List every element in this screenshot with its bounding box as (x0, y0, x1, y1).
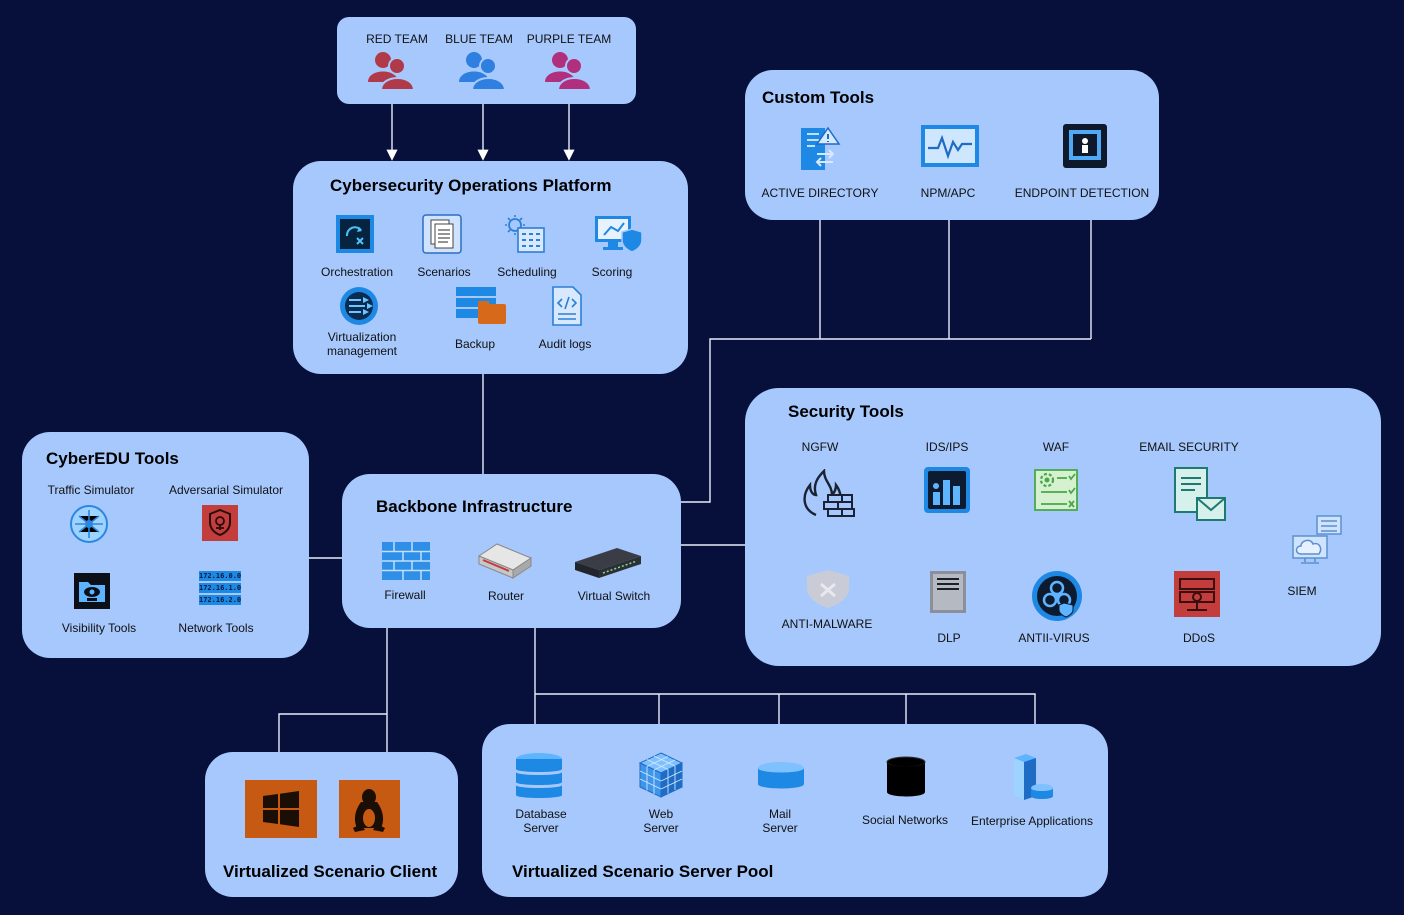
ids-ips-icon (924, 467, 970, 513)
network-tools-label: Network Tools (178, 621, 254, 635)
active-directory-label: ACTIVE DIRECTORY (761, 186, 879, 200)
virtualization-management-icon (340, 287, 378, 325)
enterprise-applications-label: Enterprise Applications (970, 814, 1094, 828)
network-ip-row: 172.16.2.0 (199, 595, 242, 605)
network-ip-row: 172.16.1.0 (199, 583, 242, 593)
social-networks-label: Social Networks (861, 813, 949, 827)
red-team-label: RED TEAM (366, 32, 428, 46)
network-ip-row: 172.16.0.0 (199, 571, 242, 581)
server-pool-title: Virtualized Scenario Server Pool (512, 862, 774, 881)
visibility-tools-icon (74, 573, 110, 609)
windows-os-icon (245, 780, 317, 838)
backbone-infrastructure-title: Backbone Infrastructure (376, 497, 573, 516)
email-security-icon (1174, 467, 1226, 521)
waf-label: WAF (1042, 440, 1070, 454)
scoring-label: Scoring (591, 265, 633, 279)
waf-icon (1034, 469, 1078, 511)
virtualization-management-label: Virtualization management (326, 330, 398, 358)
orchestration-icon (336, 215, 374, 253)
blue-team-label: BLUE TEAM (445, 32, 513, 46)
scheduling-icon (505, 215, 545, 253)
enterprise-applications-icon (1014, 754, 1053, 800)
custom-tools-title: Custom Tools (762, 88, 875, 107)
npm-apc-monitor-icon (921, 125, 979, 167)
anti-virus-label: ANTII-VIRUS (1018, 631, 1090, 645)
dlp-label: DLP (937, 631, 961, 645)
email-security-label: EMAIL SECURITY (1139, 440, 1239, 454)
virtual-switch-icon (575, 548, 641, 578)
ops-platform-title: Cybersecurity Operations Platform (330, 176, 612, 195)
web-server-cube-icon (638, 752, 684, 798)
firewall-icon (382, 542, 430, 580)
ngfw-flame-icon (803, 469, 855, 517)
server-pool-panel (482, 724, 1108, 897)
audit-logs-icon (552, 286, 582, 326)
mail-server-icon (758, 762, 804, 789)
blue-team-users-icon (459, 52, 507, 91)
anti-malware-label: ANTI-MALWARE (781, 617, 873, 631)
social-networks-icon (886, 756, 926, 797)
ddos-icon (1174, 571, 1220, 617)
purple-team-users-icon (545, 52, 593, 91)
audit-logs-label: Audit logs (538, 337, 592, 351)
ids-ips-label: IDS/IPS (925, 440, 969, 454)
database-server-icon (516, 753, 562, 798)
scenarios-icon (422, 214, 462, 254)
scenarios-label: Scenarios (417, 265, 471, 279)
network-tools-icon: 172.16.0.0 172.16.1.0 172.16.2.0 (199, 571, 241, 605)
purple-team-label: PURPLE TEAM (526, 32, 612, 46)
backup-label: Backup (454, 337, 496, 351)
backup-icon (456, 287, 506, 324)
dlp-icon (930, 571, 966, 613)
adversarial-simulator-icon (202, 505, 238, 541)
scoring-icon (595, 216, 643, 253)
red-team-users-icon (368, 52, 416, 91)
anti-malware-icon (807, 570, 849, 608)
database-server-label: Database Server (515, 807, 567, 835)
mail-server-label: Mail Server (762, 807, 798, 835)
web-server-label: Web Server (643, 807, 679, 835)
ops-platform-panel (293, 161, 688, 374)
cyberedu-tools-panel (22, 432, 309, 658)
custom-backbone-line (681, 338, 1091, 503)
router-icon (477, 543, 533, 579)
anti-virus-biohazard-icon (1032, 571, 1082, 621)
virtual-switch-label: Virtual Switch (577, 589, 651, 603)
npm-apc-label: NPM/APC (920, 186, 976, 200)
siem-label: SIEM (1287, 584, 1317, 598)
siem-cloud-icon (1292, 515, 1342, 564)
ngfw-label: NGFW (801, 440, 839, 454)
firewall-label: Firewall (384, 588, 426, 602)
cyberedu-tools-title: CyberEDU Tools (46, 449, 179, 468)
visibility-tools-label: Visibility Tools (61, 621, 137, 635)
ddos-label: DDoS (1182, 631, 1216, 645)
endpoint-detection-label: ENDPOINT DETECTION (1014, 186, 1150, 200)
scheduling-label: Scheduling (497, 265, 557, 279)
linux-os-icon (339, 780, 400, 838)
security-tools-title: Security Tools (788, 402, 904, 421)
active-directory-icon (801, 126, 841, 170)
adversarial-simulator-label: Adversarial Simulator (168, 483, 284, 497)
scenario-client-title: Virtualized Scenario Client (223, 862, 438, 881)
traffic-simulator-icon (70, 505, 108, 543)
traffic-simulator-label: Traffic Simulator (47, 483, 135, 497)
orchestration-label: Orchestration (320, 265, 394, 279)
router-label: Router (487, 589, 525, 603)
endpoint-detection-icon (1063, 124, 1107, 168)
